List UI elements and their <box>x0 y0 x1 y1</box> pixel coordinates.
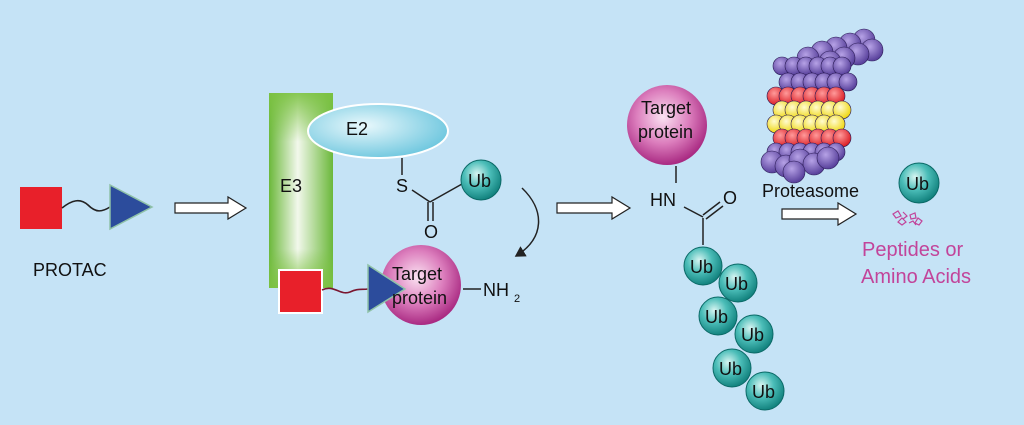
protac-label: PROTAC <box>33 260 107 280</box>
target-protein-tagged <box>627 85 707 165</box>
proteasome-cap-subunit <box>816 146 840 170</box>
products-label-line2: Amino Acids <box>861 266 971 288</box>
proteasome-complex <box>760 28 884 184</box>
tagged-target-label-line2: protein <box>638 122 693 142</box>
target-protein-bound <box>381 245 461 325</box>
protac-molecule: PROTAC <box>20 183 154 280</box>
target-ligand-triangle <box>109 183 154 231</box>
target-label-line2: protein <box>392 288 447 308</box>
ub-transfer-arrow <box>514 187 540 257</box>
nitrogen-carbon-bond <box>683 206 704 218</box>
step-arrow-1 <box>174 195 248 221</box>
ub-label: Ub <box>468 171 491 191</box>
tagged-target-label-line1: Target <box>641 98 691 118</box>
proteasome-alpha-subunit <box>838 72 858 92</box>
ub-chain-label-6: Ub <box>752 382 775 402</box>
ub-chain-label-5: Ub <box>719 359 742 379</box>
bound-target-ligand-triangle <box>367 263 407 314</box>
e3-label: E3 <box>280 176 302 196</box>
ub-chain-label-1: Ub <box>690 257 713 277</box>
proteasome-cap-subunit <box>782 160 806 184</box>
amine-label: NH <box>483 280 509 300</box>
ub-chain-sphere-4 <box>734 314 774 354</box>
carbon-ub-bond <box>429 183 463 203</box>
ub-chain-label-2: Ub <box>725 274 748 294</box>
bound-linker <box>321 287 369 294</box>
target-label-line1: Target <box>392 264 442 284</box>
sulfur-carbon-bond <box>411 189 431 203</box>
polyubiquitinated-target: Target protein HN O Ub Ub Ub Ub Ub Ub <box>627 85 785 411</box>
tagged-oxygen-label: O <box>723 188 737 208</box>
proteasome-alpha-subunit <box>832 56 852 76</box>
bound-e3-ligand-square <box>278 269 323 314</box>
ub-chain-sphere-2 <box>718 263 758 303</box>
oxygen-label: O <box>424 222 438 242</box>
ub-chain-sphere-5 <box>712 348 752 388</box>
ub-chain-label-3: Ub <box>705 307 728 327</box>
e2-enzyme <box>307 103 449 159</box>
ub-chain-label-4: Ub <box>741 325 764 345</box>
degradation-products: Ub Peptides or Amino Acids <box>861 162 971 288</box>
released-ub-label: Ub <box>906 174 929 194</box>
proteasome-label: Proteasome <box>762 181 859 201</box>
ub-chain-sphere-3 <box>698 296 738 336</box>
carbonyl-bond-a2 <box>702 201 721 216</box>
e2-label: E2 <box>346 119 368 139</box>
ub-chain-sphere-1 <box>683 246 723 286</box>
e3-ligand-square <box>20 187 62 229</box>
products-label-line1: Peptides or <box>862 239 964 261</box>
released-ub-sphere <box>898 162 940 204</box>
ub-chain-sphere-6 <box>745 371 785 411</box>
peptide-fragments-icon <box>892 210 923 226</box>
sulfur-label: S <box>396 176 408 196</box>
protac-linker <box>61 199 111 212</box>
hn-label: HN <box>650 190 676 210</box>
ub-sphere <box>460 159 502 201</box>
step-arrow-3 <box>781 201 858 227</box>
amine-subscript: 2 <box>514 293 520 305</box>
carbonyl-bond-b2 <box>705 205 724 220</box>
ternary-complex: E3 E2 S O Ub Target protein NH 2 <box>269 93 540 325</box>
step-arrow-2 <box>556 195 632 221</box>
